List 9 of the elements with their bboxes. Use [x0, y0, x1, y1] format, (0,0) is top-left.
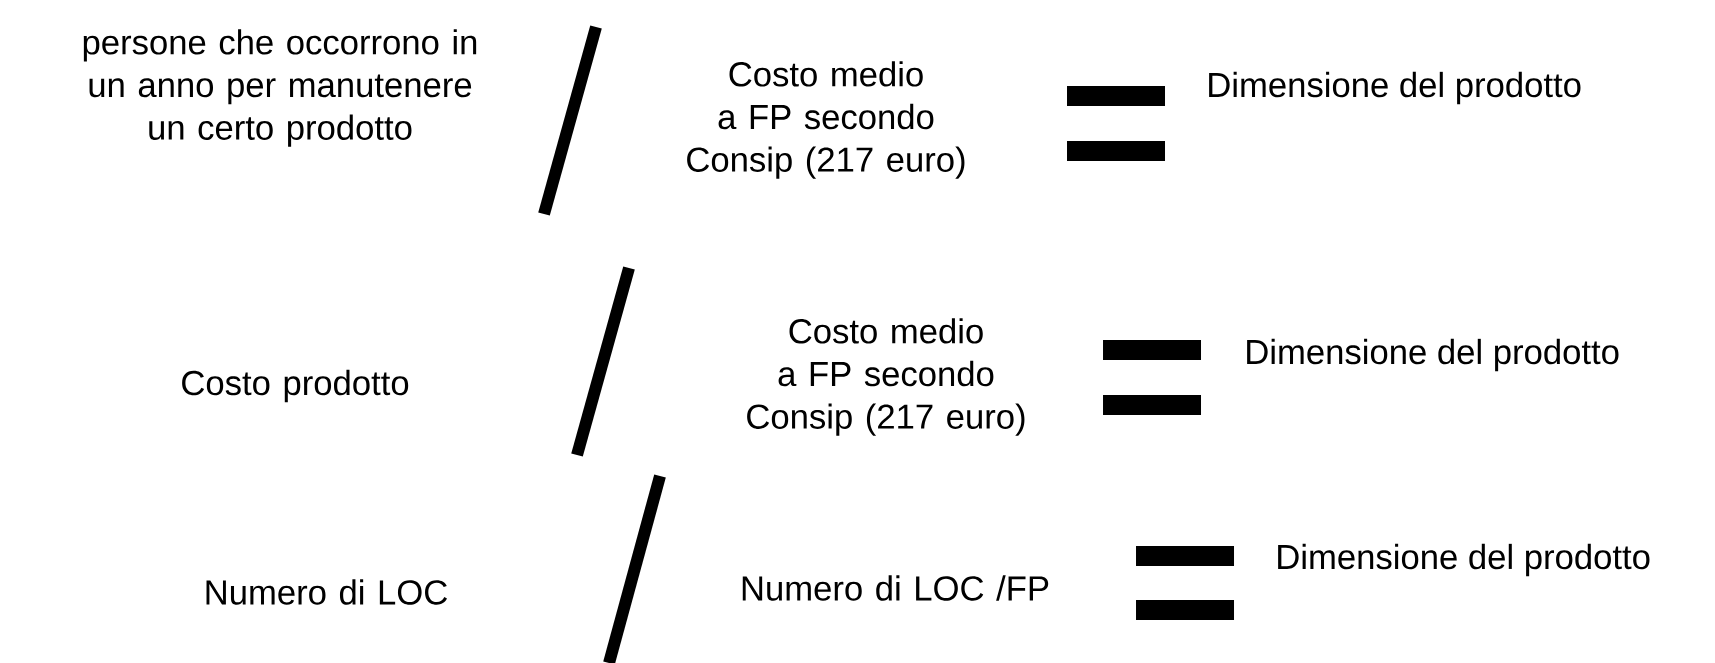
formula-text: Costo medio a FP secondo Consip (217 euro) — [687, 61, 965, 179]
formula-text: Dimensione del prodotto — [1247, 338, 1619, 372]
formula-text: Costo medio a FP secondo Consip (217 euro) — [747, 318, 1025, 436]
formula-text: Dimensione del prodotto — [1209, 71, 1581, 105]
formula-text: Numero di LOC — [206, 579, 447, 605]
formula-text: Numero di LOC /FP — [742, 575, 1049, 601]
formula-text: persone che occorrono in un anno per manutenere un certo prodotto — [83, 29, 477, 147]
formula-text: Costo prodotto — [182, 369, 409, 403]
formula-text: Dimensione del prodotto — [1278, 543, 1650, 577]
